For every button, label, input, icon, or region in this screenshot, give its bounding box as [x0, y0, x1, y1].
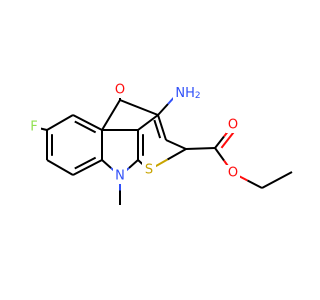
bond [157, 114, 167, 141]
ring-nitrogen-label: N [115, 169, 125, 184]
bond [214, 147, 225, 162]
fluorine-label: F [30, 120, 37, 135]
amino-label: NH2 [175, 86, 200, 102]
bond [157, 103, 169, 116]
sulfur-label: S [145, 163, 153, 178]
bond [153, 119, 162, 139]
keto-oxygen-label: O [115, 83, 125, 98]
bond-network [33, 90, 293, 205]
bond [40, 127, 48, 131]
bond [185, 147, 216, 150]
bond [247, 179, 263, 189]
bond [167, 148, 187, 161]
bond [74, 156, 97, 170]
atom-labels: NH2 O F N S O O [27, 82, 240, 184]
bond [214, 135, 225, 149]
bond [46, 159, 74, 176]
bond [74, 120, 97, 134]
ester-oxygen-label: O [228, 166, 238, 181]
bond [165, 139, 187, 150]
bond [261, 171, 293, 189]
bond [101, 159, 112, 169]
molecule-diagram: NH2 O F N S O O [27, 82, 293, 205]
bond [72, 159, 103, 176]
bond [101, 99, 121, 131]
bond [220, 130, 236, 149]
carbonyl-oxygen-label: O [228, 118, 238, 133]
bond [128, 159, 139, 169]
bond [72, 114, 103, 131]
bond [137, 114, 159, 131]
bond [119, 99, 159, 116]
bond [46, 114, 74, 131]
